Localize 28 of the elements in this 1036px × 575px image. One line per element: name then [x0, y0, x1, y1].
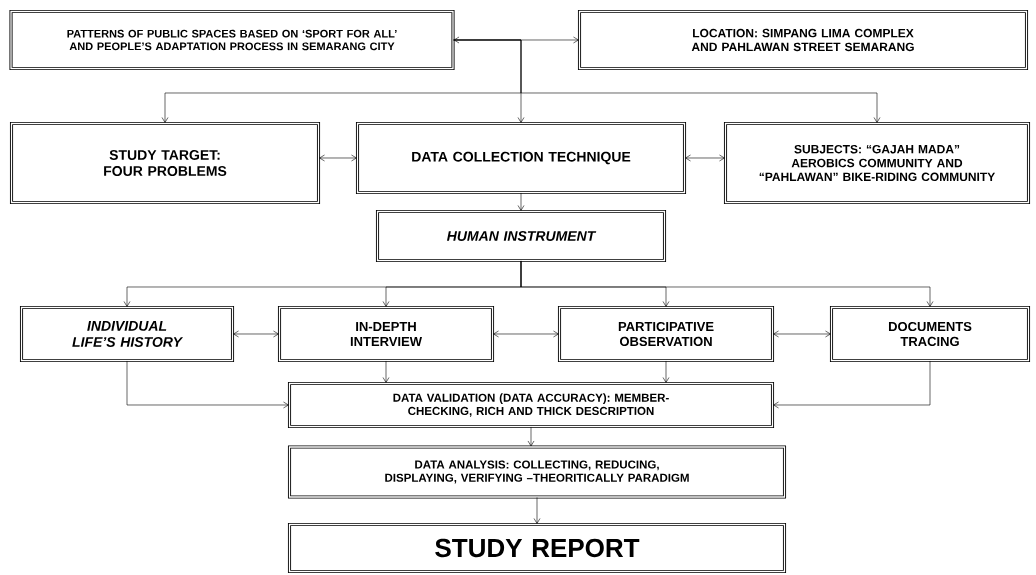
arrow — [233, 330, 279, 338]
arrow — [453, 36, 579, 44]
process-box: DATA ANALYSIS: COLLECTING, REDUCING, DISPLAYING, VERIFYING –THEORITICALLY PARADIGM — [287, 445, 787, 499]
process-box: PATTERNS OF PUBLIC SPACES BASED ON ‘SPORT FOR ALL’ AND PEOPLE’S ADAPTATION PROCESS IN SEMARANG CITY — [9, 9, 455, 71]
arrow — [453, 39, 881, 123]
arrow — [126, 360, 289, 409]
arrow — [319, 154, 357, 162]
arrow — [773, 360, 931, 409]
process-box: INDIVIDUAL LIFE’S HISTORY — [19, 305, 235, 363]
process-box: DOCUMENTS TRACING — [829, 305, 1031, 363]
arrow — [382, 360, 390, 383]
process-box: PARTICIPATIVE OBSERVATION — [557, 305, 775, 363]
process-box: LOCATION: SIMPANG LIMA COMPLEX AND PAHLAWAN STREET SEMARANG — [577, 9, 1029, 71]
process-box: IN-DEPTH INTERVIEW — [277, 305, 495, 363]
process-box: HUMAN INSTRUMENT — [375, 209, 667, 263]
process-box: DATA COLLECTION TECHNIQUE — [355, 121, 687, 195]
process-box: SUBJECTS: “GAJAH MADA” AEROBICS COMMUNITY AND “PAHLAWAN” BIKE-RIDING COMMUNITY — [723, 121, 1031, 205]
arrow — [533, 497, 541, 524]
arrow — [662, 360, 670, 383]
arrow — [685, 154, 725, 162]
arrow — [517, 192, 525, 211]
arrow — [520, 260, 934, 307]
arrow — [493, 330, 559, 338]
arrow — [773, 330, 831, 338]
arrow — [527, 426, 535, 447]
process-box: STUDY REPORT — [287, 522, 787, 574]
process-box: STUDY TARGET: FOUR PROBLEMS — [9, 121, 321, 205]
process-box: DATA VALIDATION (DATA ACCURACY): MEMBER-CHECKING, RICH AND THICK DESCRIPTION — [287, 381, 775, 429]
